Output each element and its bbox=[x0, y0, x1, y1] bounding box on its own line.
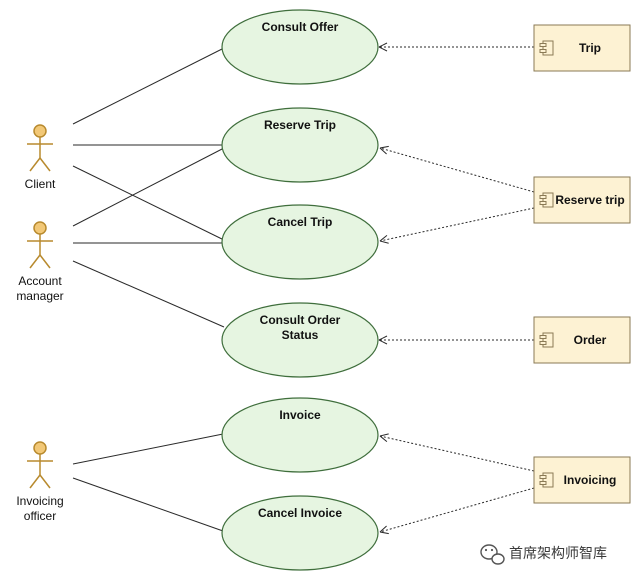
use-case-cancel-invoice[interactable]: Cancel Invoice bbox=[221, 495, 379, 571]
component-icon bbox=[539, 332, 554, 348]
association-client-consult-offer bbox=[72, 47, 225, 125]
use-case-label: Consult Order bbox=[260, 313, 341, 327]
actor-figure-icon bbox=[27, 441, 53, 489]
component-order[interactable]: Order bbox=[533, 316, 631, 364]
use-case-ellipse bbox=[221, 9, 379, 85]
use-case-label: Reserve Trip bbox=[264, 118, 336, 132]
dependency-invoicing-invoice bbox=[379, 433, 535, 472]
association-account-manager-consult-order-status bbox=[72, 260, 225, 328]
use-case-ellipse bbox=[221, 204, 379, 280]
use-case-ellipse bbox=[221, 397, 379, 473]
component-reserve-trip-comp[interactable]: Reserve trip bbox=[533, 176, 631, 224]
component-icon bbox=[539, 40, 554, 56]
dependency-reserve-trip-comp-reserve-trip bbox=[379, 145, 535, 193]
use-case-label: Cancel Trip bbox=[268, 215, 333, 229]
actor-client[interactable]: Client bbox=[25, 124, 56, 191]
dependency-invoicing-cancel-invoice bbox=[379, 487, 535, 535]
actor-figure-icon bbox=[27, 124, 53, 172]
component-icon bbox=[539, 472, 554, 488]
component-invoicing[interactable]: Invoicing bbox=[533, 456, 631, 504]
use-case-label: Invoice bbox=[279, 408, 321, 422]
association-invoicing-officer-invoice bbox=[72, 433, 224, 465]
component-trip[interactable]: Trip bbox=[533, 24, 631, 72]
association-account-manager-reserve-trip bbox=[72, 147, 225, 227]
use-case-consult-offer[interactable]: Consult Offer bbox=[221, 9, 379, 85]
actor-label: Invoicing bbox=[16, 494, 63, 508]
use-case-cancel-trip[interactable]: Cancel Trip bbox=[221, 204, 379, 280]
use-case-reserve-trip[interactable]: Reserve Trip bbox=[221, 107, 379, 183]
actor-label: Client bbox=[25, 177, 56, 191]
watermark: 首席架构师智库 bbox=[480, 544, 607, 565]
component-label: Order bbox=[574, 333, 607, 347]
actor-figure-icon bbox=[27, 221, 53, 269]
watermark-text: 首席架构师智库 bbox=[509, 546, 607, 562]
use-case-ellipse bbox=[221, 495, 379, 571]
use-case-label: Consult Offer bbox=[262, 20, 339, 34]
association-client-cancel-trip bbox=[72, 165, 225, 241]
use-case-label: Status bbox=[282, 328, 319, 342]
wechat-icon bbox=[480, 544, 505, 565]
actor-label: manager bbox=[16, 289, 63, 303]
component-label: Trip bbox=[579, 41, 601, 55]
use-case-invoice[interactable]: Invoice bbox=[221, 397, 379, 473]
use-case-ellipse bbox=[221, 107, 379, 183]
actor-label: Account bbox=[18, 274, 62, 288]
component-icon bbox=[539, 192, 554, 208]
use-case-label: Cancel Invoice bbox=[258, 506, 342, 520]
use-case-ellipse bbox=[221, 302, 379, 378]
association-lines bbox=[72, 47, 225, 532]
dependency-reserve-trip-comp-cancel-trip bbox=[379, 207, 535, 244]
component-label: Invoicing bbox=[564, 473, 617, 487]
dependency-lines bbox=[378, 42, 535, 535]
component-label: Reserve trip bbox=[555, 193, 624, 207]
association-invoicing-officer-cancel-invoice bbox=[72, 477, 224, 532]
actor-label: officer bbox=[24, 509, 56, 523]
